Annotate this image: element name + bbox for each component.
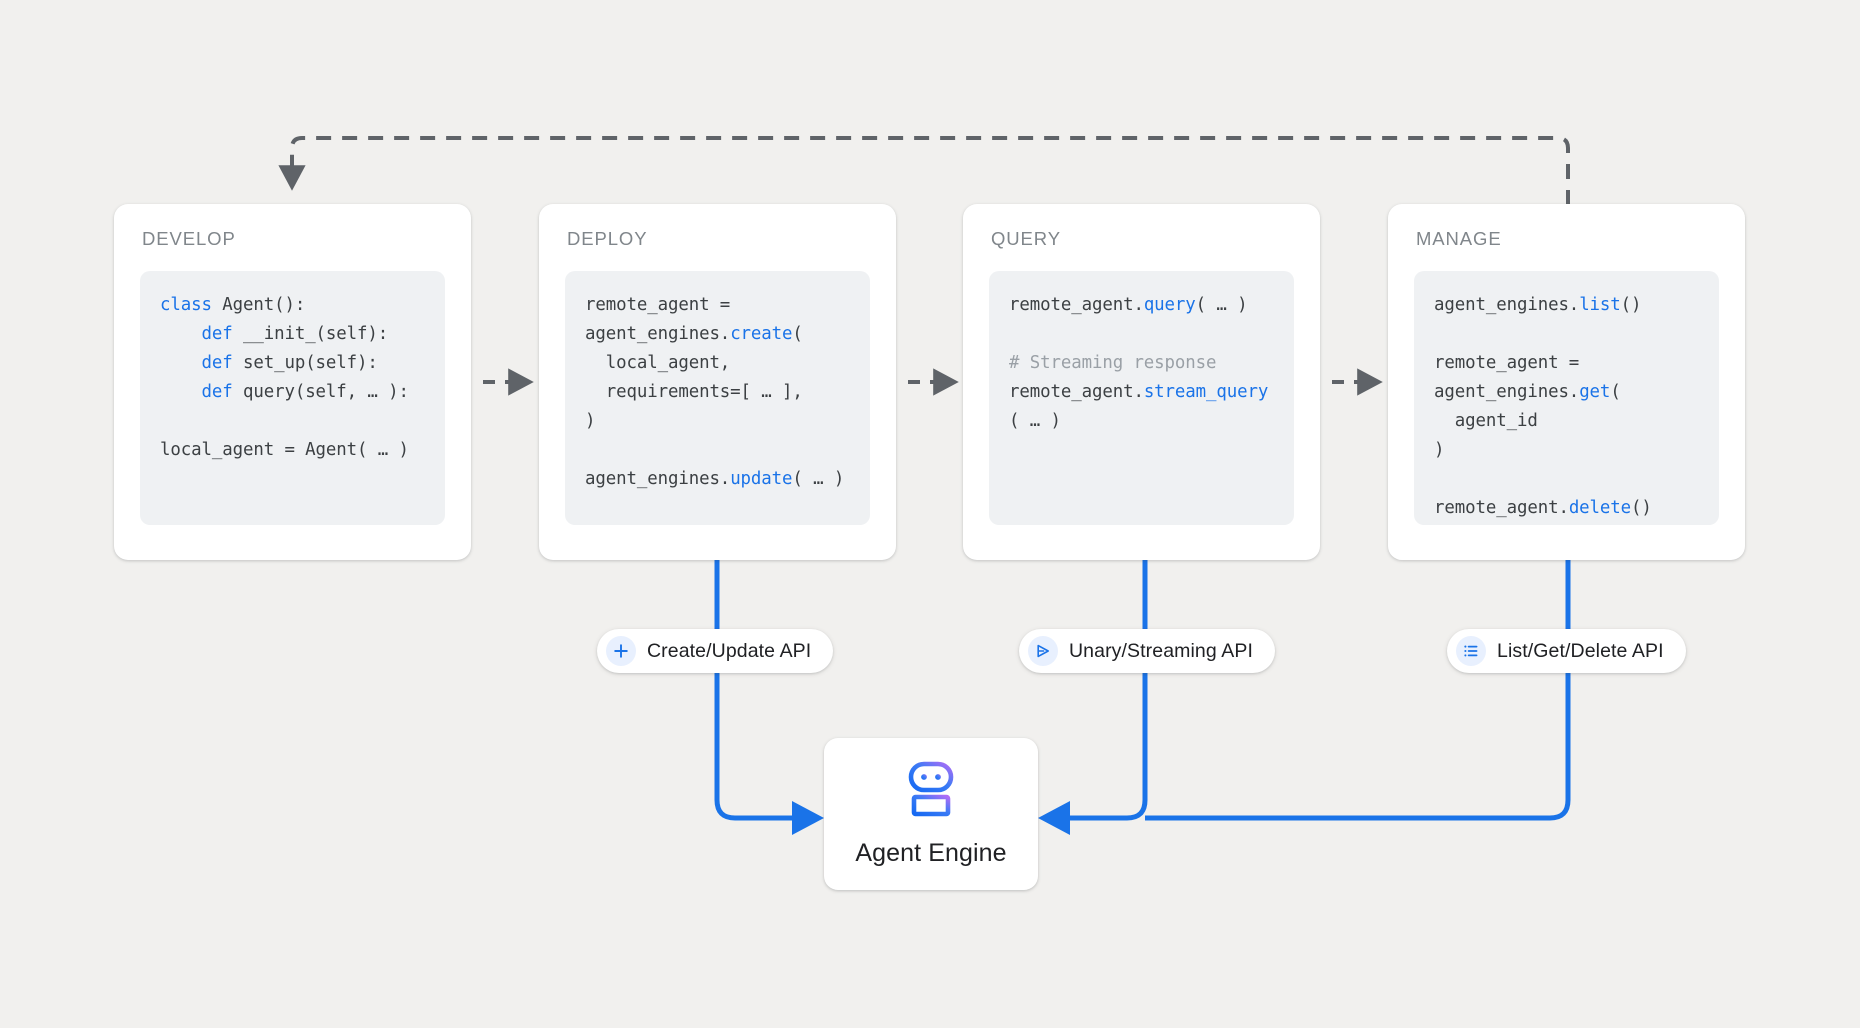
robot-icon [900,760,962,825]
query-to-agent-engine-link [1038,560,1148,835]
api-pill-label: List/Get/Delete API [1497,639,1664,662]
agent-engine-label: Agent Engine [855,839,1007,867]
code-block-deploy: remote_agent = agent_engines.create( loc… [565,270,870,525]
feedback-loop-link [278,136,1570,205]
deploy-to-agent-engine-link [714,560,824,835]
api-pill-label: Create/Update API [647,639,812,662]
stage-title-manage: MANAGE [1416,228,1502,249]
stage-title-query: QUERY [991,228,1061,249]
stage-title-develop: DEVELOP [142,228,236,249]
code-block-develop: class Agent(): def __init_(self): def se… [140,270,445,525]
agent-engine-node[interactable]: Agent Engine [824,738,1038,890]
api-pill-label: Unary/Streaming API [1069,639,1253,662]
send-triangle-icon [1028,636,1058,666]
code-block-manage: agent_engines.list() remote_agent = agen… [1414,270,1719,525]
list-icon [1456,636,1486,666]
api-pill-list-get-delete[interactable]: List/Get/Delete API [1447,629,1686,673]
api-pill-create-update[interactable]: Create/Update API [597,629,834,673]
code-block-query: remote_agent.query( … ) # Streaming resp… [989,270,1294,525]
stage-card-deploy[interactable]: DEPLOY remote_agent = agent_engines.crea… [539,204,896,560]
stage-card-manage[interactable]: MANAGE agent_engines.list() remote_agent… [1388,204,1745,560]
stage-title-deploy: DEPLOY [567,228,648,249]
plus-icon [606,636,636,666]
stage-card-develop[interactable]: DEVELOP class Agent(): def __init_(self)… [114,204,471,560]
manage-to-agent-engine-link [1145,560,1571,821]
stage-card-query[interactable]: QUERY remote_agent.query( … ) # Streamin… [963,204,1320,560]
api-pill-unary-streaming[interactable]: Unary/Streaming API [1019,629,1275,673]
